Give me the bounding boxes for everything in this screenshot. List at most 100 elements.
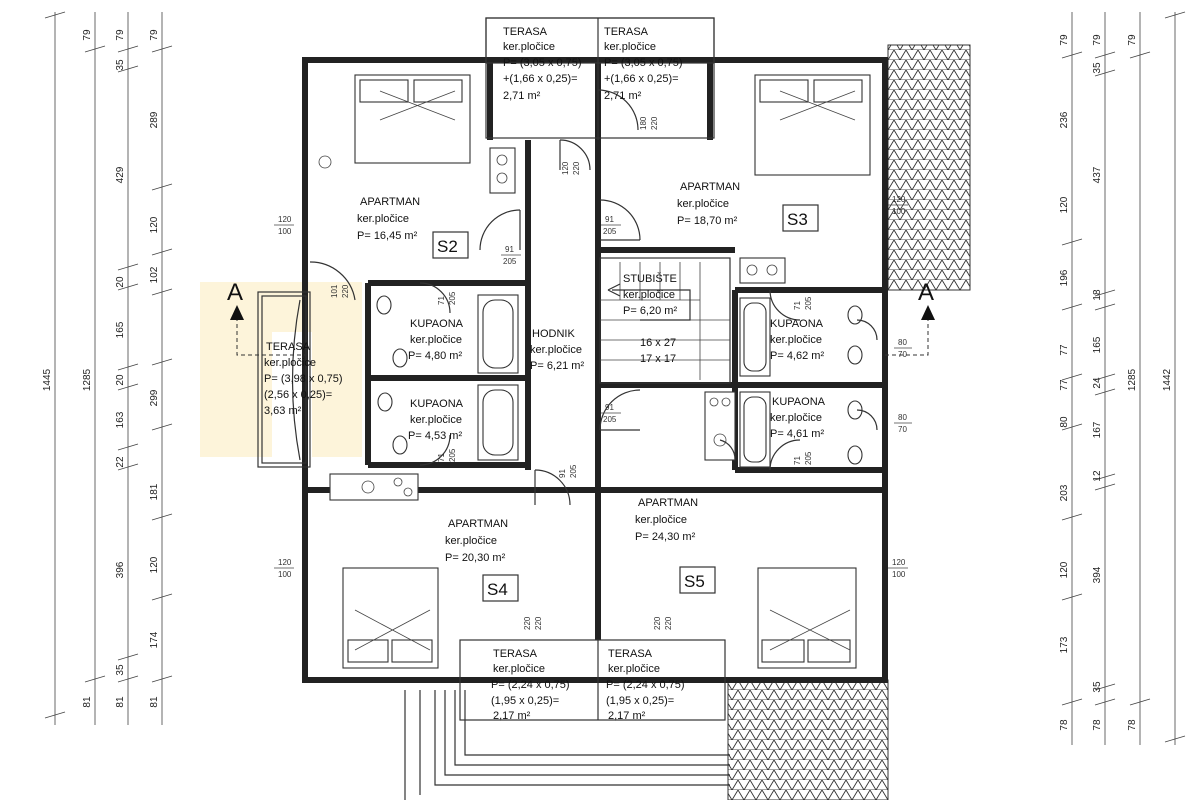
stubiste-finish: ker.pločice <box>623 289 675 301</box>
door-kup4-vh: 205 <box>804 451 813 465</box>
door-kup1-h: 205 <box>448 291 457 305</box>
s4-finish: ker.pločice <box>445 535 497 547</box>
dim-left-c3-35b: 35 <box>115 664 126 676</box>
terasa-tr-name: TERASA <box>604 26 649 38</box>
terasa-left-finish: ker.pločice <box>264 357 316 369</box>
dim-left-c3-174: 174 <box>149 631 160 648</box>
dim-left-top-79a: 79 <box>82 29 93 41</box>
terasa-left-f1: P= (3,98 x 0,75) <box>264 373 343 385</box>
window-s3-h: 100 <box>892 207 906 216</box>
door-swings <box>291 89 878 506</box>
window-s2-h: 100 <box>278 227 292 236</box>
left-terrace-frame <box>257 291 311 468</box>
door-kup3-vh: 205 <box>804 296 813 310</box>
terasa-tr-f1: P= (3,05 x 0,75) <box>604 57 683 69</box>
door-s4-w: 91 <box>558 469 567 478</box>
kup2-area: P= 4,53 m² <box>408 430 462 442</box>
dim-right-c1-120: 120 <box>1059 196 1070 213</box>
door-kup1-w: 71 <box>437 296 446 305</box>
kup4-finish: ker.pločice <box>770 412 822 424</box>
dim-right-c1-165: 165 <box>1092 336 1103 353</box>
terasa-br-name: TERASA <box>608 648 653 660</box>
bed-s4 <box>342 567 439 669</box>
terasa-br-area: 2,17 m² <box>608 710 646 722</box>
bed-s2 <box>354 74 471 164</box>
dim-right-c2-35b: 35 <box>1092 681 1103 693</box>
door-kup3-vw: 71 <box>793 301 802 310</box>
door-s3-h: 205 <box>603 227 617 236</box>
right-dimension-chains <box>1061 11 1186 745</box>
dim-left-c3-429: 429 <box>115 166 126 183</box>
dim-left-c3-299: 299 <box>149 389 160 406</box>
terasa-br-f2: (1,95 x 0,25)= <box>606 695 674 707</box>
door-terasa-left-w: 101 <box>330 284 339 298</box>
s5-code: S5 <box>684 572 705 591</box>
dim-right-c1-236: 236 <box>1059 111 1070 128</box>
dim-left-c3-396: 396 <box>115 561 126 578</box>
door-kup4-vw: 71 <box>793 456 802 465</box>
roof-tiles-right <box>887 44 971 291</box>
dim-left-c3-120b: 120 <box>149 556 160 573</box>
kup1-area: P= 4,80 m² <box>408 350 462 362</box>
dim-right-c3-79: 79 <box>1127 34 1138 46</box>
window-s5-h: 100 <box>892 570 906 579</box>
stubiste-steps-1: 16 x 27 <box>640 337 676 349</box>
section-label-right: A <box>918 279 934 306</box>
dim-left-inner: 1285 <box>82 368 93 391</box>
dim-right-c3-78: 78 <box>1127 719 1138 731</box>
door-kup2-w: 71 <box>437 453 446 462</box>
window-s3-w: 120 <box>892 195 906 204</box>
door-s2-w: 91 <box>505 245 514 254</box>
s3-code: S3 <box>787 210 808 229</box>
dim-left-c4-289: 289 <box>149 111 160 128</box>
terasa-tl-name: TERASA <box>503 26 548 38</box>
s2-code: S2 <box>437 237 458 256</box>
terasa-br-f1: P= (2,24 x 0,75) <box>606 679 685 691</box>
door-terasa-bl-w: 220 <box>523 616 532 630</box>
dim-right-c2-167: 167 <box>1092 421 1103 438</box>
terasa-bl-finish: ker.pločice <box>493 663 545 675</box>
door-s5-h: 205 <box>603 415 617 424</box>
dim-left-overall: 1445 <box>42 368 53 391</box>
staircase <box>599 257 731 384</box>
hodnik-name: HODNIK <box>532 328 575 340</box>
door-terasa-tr-h: 220 <box>650 116 659 130</box>
s2-name: APARTMAN <box>360 196 420 208</box>
window-s5-w: 120 <box>892 558 906 567</box>
dim-right-c2-12: 12 <box>1092 470 1103 482</box>
top-terraces-frame <box>485 17 715 140</box>
door-terasa-tr-w: 180 <box>639 116 648 130</box>
dim-left-top-79b: 79 <box>115 29 126 41</box>
section-label-left: A <box>227 279 243 306</box>
section-marker-right <box>885 305 935 356</box>
bed-s3 <box>754 74 871 176</box>
dim-right-overall: 1442 <box>1162 368 1173 391</box>
dim-right-c1-203: 203 <box>1059 484 1070 501</box>
terasa-tr-finish: ker.pločice <box>604 41 656 53</box>
terasa-tl-f2: +(1,66 x 0,25)= <box>503 73 578 85</box>
stubiste-area: P= 6,20 m² <box>623 305 677 317</box>
dim-right-c1-196: 196 <box>1059 269 1070 286</box>
roof-tiles-bottom-right <box>727 679 889 800</box>
s2-finish: ker.pločice <box>357 213 409 225</box>
door-kup4-h: 70 <box>898 425 907 434</box>
terasa-tl-area: 2,71 m² <box>503 90 541 102</box>
door-terasa-tl-h: 220 <box>572 161 581 175</box>
terasa-tr-area: 2,71 m² <box>604 90 642 102</box>
dim-left-c3-22: 22 <box>115 456 126 468</box>
dim-left-bottom-81a: 81 <box>82 696 93 708</box>
terasa-left-name: TERASA <box>266 341 311 353</box>
hodnik-area: P= 6,21 m² <box>530 360 584 372</box>
dim-right-c2-35: 35 <box>1092 62 1103 74</box>
s3-finish: ker.pločice <box>677 198 729 210</box>
stubiste-name: STUBIŠTE <box>623 272 677 285</box>
dim-left-c3-102: 102 <box>149 266 160 283</box>
door-kup2-h: 205 <box>448 448 457 462</box>
kup3-name: KUPAONA <box>770 318 824 330</box>
terasa-bl-name: TERASA <box>493 648 538 660</box>
dim-left-c3-163: 163 <box>115 411 126 428</box>
door-s2-h: 205 <box>503 257 517 266</box>
terasa-tl-finish: ker.pločice <box>503 41 555 53</box>
watermark-logo <box>200 282 362 457</box>
